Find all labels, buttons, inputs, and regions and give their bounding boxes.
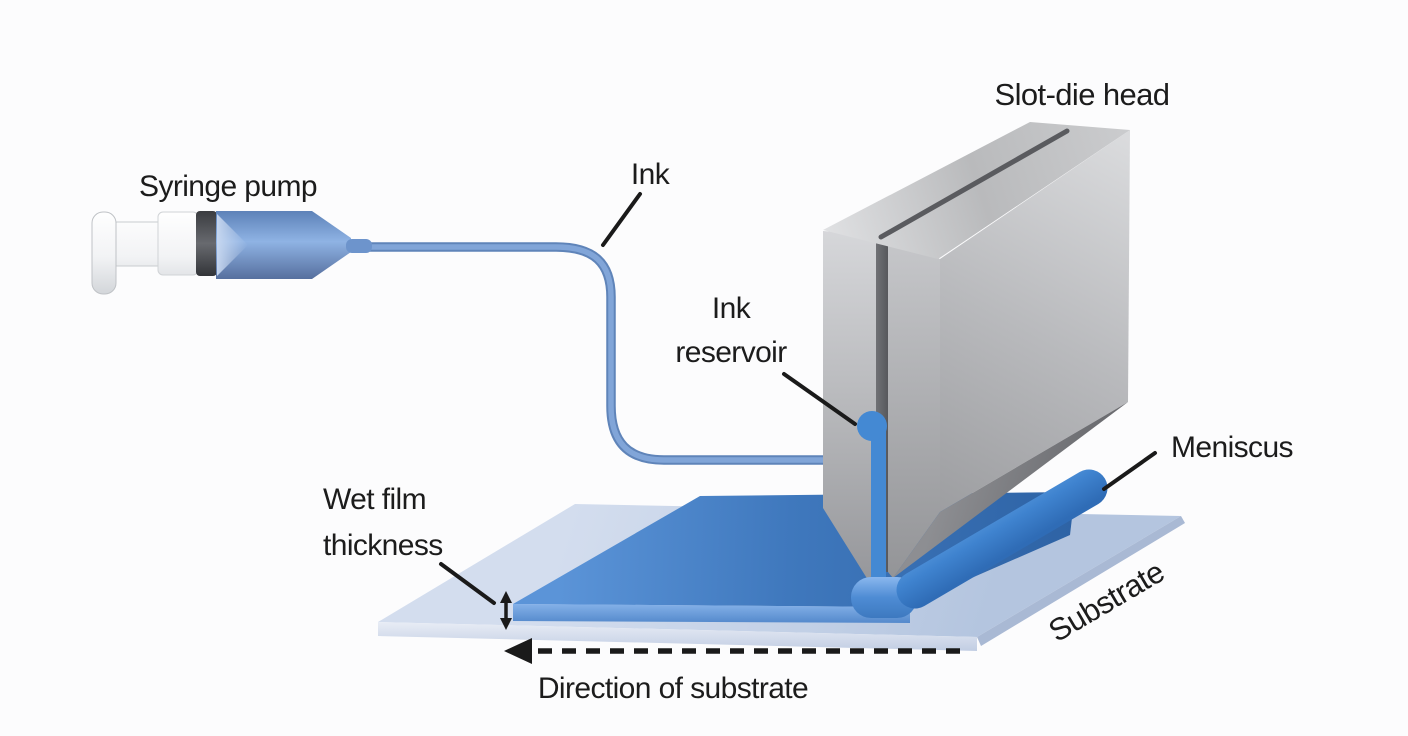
syringe-pump [91,211,372,295]
label-direction-of-substrate: Direction of substrate [538,672,808,705]
label-ink-reservoir-line2: reservoir [675,336,787,369]
syringe-nozzle [346,239,372,253]
die-left-lip-face [823,231,876,580]
direction-arrowhead-icon [504,638,532,664]
die-front-face [940,130,1130,512]
wet-film-front-edge [513,604,910,623]
syringe-barrel-collar [157,211,199,276]
substrate-front-face [378,622,977,651]
ink-reservoir-dot [857,411,887,441]
ink-tube [363,242,829,465]
die-slot-line [878,128,1070,240]
direction-arrow [504,638,962,664]
syringe-plunger-tip [217,214,248,276]
meniscus-bead [896,469,1108,609]
syringe-plunger-flange [91,211,117,295]
label-ink-reservoir-line1: Ink [712,292,752,325]
ink-channel [871,424,886,579]
meniscus-leader-line [1102,451,1157,491]
thickness-arrowhead-down-icon [500,618,512,630]
syringe-seal-ring [196,211,217,276]
label-slot-die-head: Slot-die head [995,77,1170,112]
wet-film-leader-line [439,562,496,605]
label-meniscus: Meniscus [1171,431,1293,464]
ink-reservoir-leader-line [782,372,857,426]
label-syringe-pump: Syringe pump [139,170,317,203]
label-ink: Ink [631,158,671,191]
label-wet-film-line2: thickness [323,529,443,562]
slot-die-head [823,122,1130,580]
die-bottom-bevel [893,402,1128,578]
ink-leader-line [601,192,642,247]
syringe-plunger-rod [111,221,165,267]
thickness-arrow [500,591,512,630]
label-wet-film-line1: Wet film [323,483,426,516]
substrate-right-face [977,516,1185,646]
die-left-side-face [888,238,940,578]
thickness-arrowhead-up-icon [500,591,512,603]
syringe-barrel [216,211,351,279]
